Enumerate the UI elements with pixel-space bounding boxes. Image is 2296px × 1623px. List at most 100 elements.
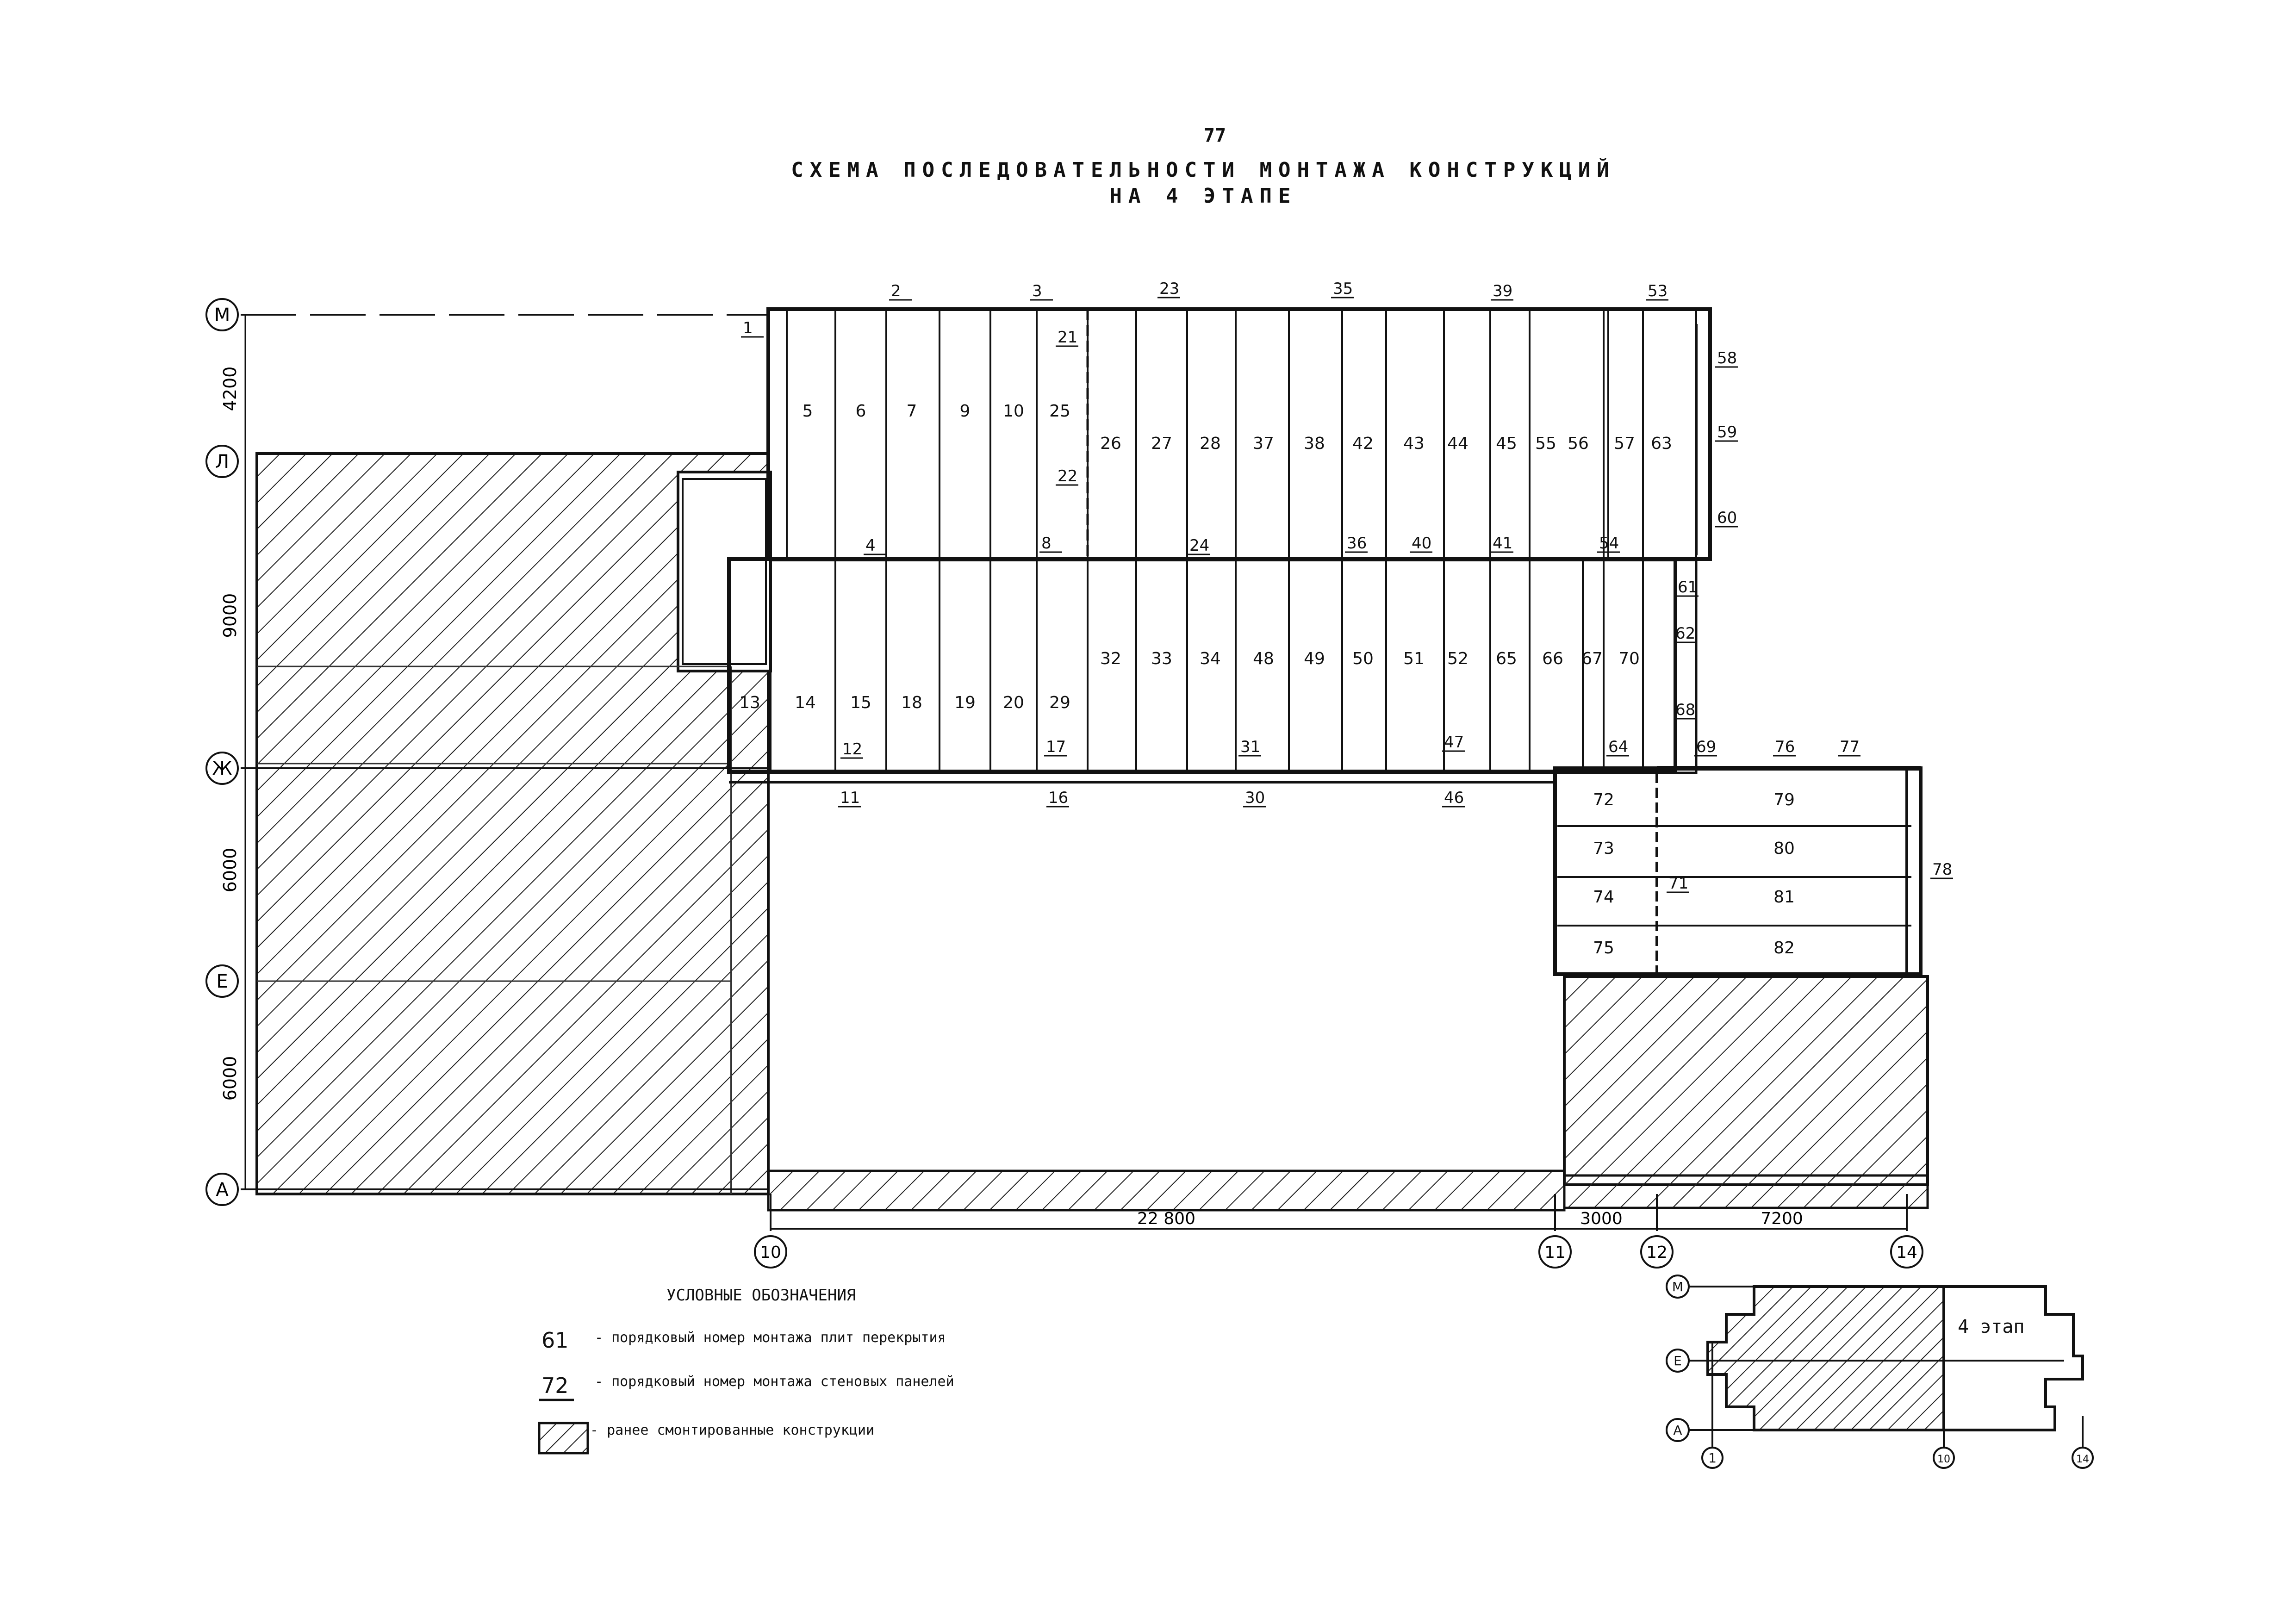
legend-text-61: - порядковый номер монтажа плит перекрыт… [595, 1330, 946, 1346]
legend-text-hatch: - ранее смонтированные конструкции [590, 1422, 874, 1438]
slab-label: 10 [1003, 402, 1024, 421]
key-axis-14: 14 [2076, 1454, 2089, 1465]
wall-label: 3 [1032, 282, 1042, 300]
wall-label: 1 [743, 319, 753, 337]
slab-label: 55 [1535, 434, 1556, 453]
slab-label: 18 [901, 693, 922, 712]
slab-label: 67 [1581, 649, 1603, 668]
axis-col-14: 14 [1896, 1243, 1917, 1262]
key-axis-e: Е [1674, 1353, 1682, 1368]
slab-label: 50 [1352, 649, 1374, 668]
wall-label: 16 [1048, 789, 1068, 807]
slab-label: 43 [1403, 434, 1425, 453]
slab-label: 82 [1773, 939, 1795, 958]
axis-col-12: 12 [1646, 1243, 1668, 1262]
dim-22800: 22 800 [1137, 1209, 1195, 1228]
slab-label: 32 [1100, 649, 1121, 668]
slab-label: 66 [1542, 649, 1563, 668]
slab-label: 70 [1618, 649, 1640, 668]
wall-label: 36 [1347, 534, 1367, 553]
wall-label: 11 [840, 789, 860, 807]
slab-label: 9 [960, 402, 971, 421]
slab-label: 37 [1253, 434, 1274, 453]
wall-label: 68 [1675, 701, 1695, 719]
page-number: 77 [1203, 125, 1226, 146]
wall-label: 35 [1333, 280, 1353, 298]
key-axis-m: М [1672, 1279, 1683, 1294]
slab-label: 56 [1568, 434, 1589, 453]
legend: УСЛОВНЫЕ ОБОЗНАЧЕНИЯ 61 - порядковый ном… [538, 1286, 954, 1455]
slab-label: 29 [1049, 693, 1070, 712]
legend-text-72: - порядковый номер монтажа стеновых пане… [595, 1374, 954, 1390]
slab-label: 15 [850, 693, 871, 712]
slab-label: 33 [1151, 649, 1172, 668]
slab-label: 5 [803, 402, 813, 421]
slab-label: 20 [1003, 693, 1024, 712]
dim-3000: 3000 [1580, 1209, 1623, 1228]
wall-label: 58 [1717, 349, 1737, 367]
page-title: СХЕМА ПОСЛЕДОВАТЕЛЬНОСТИ МОНТАЖА КОНСТРУ… [555, 157, 1851, 209]
slab-label: 65 [1496, 649, 1517, 668]
slab-label: 52 [1447, 649, 1468, 668]
wall-label: 12 [842, 740, 862, 759]
slab-label: 57 [1614, 434, 1635, 453]
legend-symbol-61: 61 [541, 1328, 569, 1353]
wall-label: 41 [1493, 534, 1512, 553]
slab-label: 7 [907, 402, 917, 421]
title-line-2: НА 4 ЭТАПЕ [1109, 184, 1297, 208]
dim-9000: 9000 [220, 593, 240, 638]
axis-row-l: Л [215, 451, 229, 473]
wall-label: 54 [1599, 534, 1619, 553]
key-axis-a: А [1673, 1423, 1682, 1438]
hatched-previous-structures [255, 452, 1929, 1212]
legend-heading: УСЛОВНЫЕ ОБОЗНАЧЕНИЯ [666, 1286, 856, 1305]
wall-label: 53 [1648, 282, 1668, 300]
wall-label: 24 [1189, 536, 1209, 555]
axis-row-m: М [214, 305, 230, 326]
wall-label: 22 [1058, 467, 1077, 485]
key-plan-stage-label: 4 этап [1958, 1316, 2025, 1337]
slab-label: 14 [795, 693, 816, 712]
key-plan: М Е А 1 10 14 4 этап [1666, 1275, 2094, 1469]
slab-label: 49 [1304, 649, 1325, 668]
dim-7200: 7200 [1761, 1209, 1803, 1228]
dim-4200: 4200 [220, 367, 240, 411]
left-dimensions: 4200 9000 6000 6000 [220, 367, 240, 1101]
axis-row-zh: Ж [212, 758, 232, 779]
wall-label: 76 [1775, 738, 1795, 756]
wall-label: 31 [1240, 738, 1260, 756]
slab-label: 26 [1100, 434, 1121, 453]
slab-label: 72 [1593, 790, 1614, 809]
wall-label: 69 [1696, 738, 1716, 756]
slab-label: 48 [1253, 649, 1274, 668]
wall-label: 23 [1159, 280, 1179, 298]
right-block [1553, 766, 1923, 976]
wall-label: 39 [1493, 282, 1512, 300]
slab-label: 13 [739, 693, 760, 712]
axis-row-e: Е [216, 971, 228, 992]
slab-label: 63 [1651, 434, 1672, 453]
slab-label: 51 [1403, 649, 1425, 668]
wall-label: 21 [1058, 328, 1077, 347]
wall-label: 71 [1668, 874, 1688, 893]
wall-label: 4 [865, 536, 876, 555]
slab-label: 45 [1496, 434, 1517, 453]
slab-label: 73 [1593, 839, 1614, 858]
wall-label: 60 [1717, 509, 1737, 527]
wall-label: 78 [1932, 860, 1952, 879]
wall-label: 46 [1444, 789, 1464, 807]
title-line-1: СХЕМА ПОСЛЕДОВАТЕЛЬНОСТИ МОНТАЖА КОНСТРУ… [791, 158, 1616, 182]
axis-col-11: 11 [1544, 1243, 1566, 1262]
column-axes: 10 11 12 14 22 800 3000 7200 [754, 1194, 1923, 1269]
slab-label: 75 [1593, 939, 1614, 958]
row-axes: М Л Ж Е А [205, 298, 768, 1206]
wall-label: 40 [1412, 534, 1431, 553]
slab-label: 6 [856, 402, 866, 421]
axis-col-10: 10 [760, 1243, 781, 1262]
wall-label: 47 [1444, 733, 1464, 752]
key-axis-1: 1 [1708, 1450, 1717, 1466]
legend-hatch-swatch [538, 1422, 589, 1455]
wall-label: 64 [1608, 738, 1628, 756]
